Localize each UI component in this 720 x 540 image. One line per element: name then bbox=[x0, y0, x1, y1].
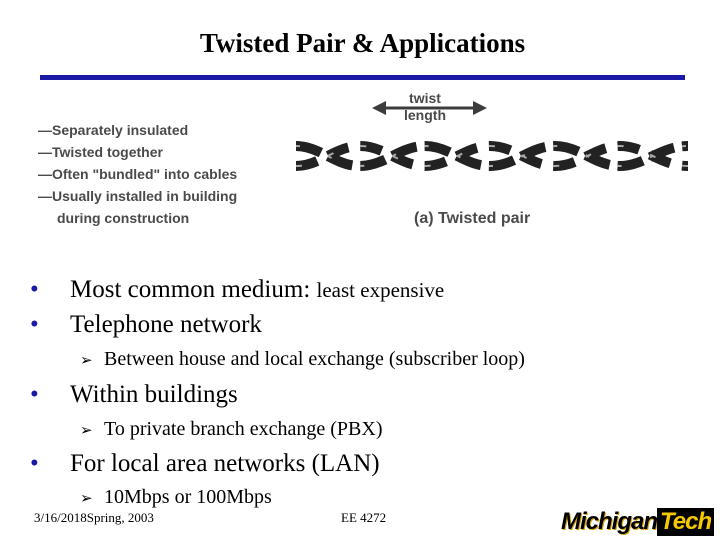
footer-date: 3/16/2018Spring, 2003 bbox=[34, 510, 154, 525]
figure-item: —Twisted together bbox=[38, 144, 163, 160]
figure-caption: (a) Twisted pair bbox=[414, 210, 531, 227]
arrow-bullet-icon: ➢ bbox=[80, 489, 93, 507]
footer-course: EE 4272 bbox=[341, 510, 387, 525]
figure-item: —Usually installed in building bbox=[38, 188, 238, 204]
figure-item: —Often "bundled" into cables bbox=[38, 166, 238, 182]
twist-label-line1: twist bbox=[409, 90, 441, 106]
twist-length-arrow bbox=[372, 101, 487, 115]
bullet-glyph: • bbox=[30, 450, 39, 477]
bullet-text: Within buildings bbox=[70, 381, 238, 408]
slide-title: Twisted Pair & Applications bbox=[199, 28, 526, 58]
bullet-text: Telephone network bbox=[70, 311, 262, 338]
bullet-extra-text: least expensive bbox=[316, 278, 445, 302]
sub-bullet-item: ➢ 10Mbps or 100Mbps bbox=[80, 486, 272, 509]
sub-bullet-text: To private branch exchange (PBX) bbox=[104, 418, 383, 440]
twist-label-line2: length bbox=[404, 107, 446, 123]
arrow-bullet-icon: ➢ bbox=[80, 421, 93, 439]
bullet-glyph: • bbox=[30, 276, 39, 303]
sub-bullet-text: 10Mbps or 100Mbps bbox=[104, 486, 272, 508]
twist-length-label: twist length bbox=[398, 90, 452, 124]
title-underline bbox=[40, 75, 685, 80]
logo-text-tech: Tech bbox=[657, 508, 715, 536]
bullet-text: For local area networks (LAN) bbox=[70, 450, 380, 477]
logo-text-michigan: Michigan bbox=[561, 508, 658, 535]
twisted-pair-diagram bbox=[295, 101, 689, 172]
figure-item: during construction bbox=[57, 210, 190, 226]
sub-bullet-text: Between house and local exchange (subscr… bbox=[104, 348, 525, 370]
bullet-item: • Most common medium: least expensive bbox=[30, 276, 444, 304]
arrow-bullet-icon: ➢ bbox=[80, 351, 93, 369]
twisted-wires bbox=[295, 140, 689, 172]
bullet-item: • Telephone network bbox=[30, 311, 262, 339]
bullet-item: • Within buildings bbox=[30, 381, 238, 409]
bullet-glyph: • bbox=[30, 311, 39, 338]
sub-bullet-item: ➢ Between house and local exchange (subsc… bbox=[80, 348, 525, 371]
bullet-text: Most common medium: bbox=[70, 276, 311, 303]
sub-bullet-item: ➢ To private branch exchange (PBX) bbox=[80, 418, 383, 441]
figure-item: —Separately insulated bbox=[38, 122, 189, 138]
bullet-item: • For local area networks (LAN) bbox=[30, 450, 380, 478]
bullet-glyph: • bbox=[30, 381, 39, 408]
